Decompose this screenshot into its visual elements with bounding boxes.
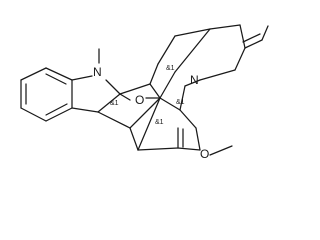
atom-o-ether: O (135, 93, 144, 107)
atom-n-bridge: N (190, 73, 199, 87)
stereo-label: &1 (176, 99, 185, 106)
stereo-label: &1 (166, 65, 175, 72)
stereo-label: &1 (155, 119, 164, 126)
indoline-ring (71, 48, 121, 113)
ester-group (177, 127, 233, 156)
benzene-ring (20, 67, 73, 122)
structure-drawing: N N O O &1 &1 &1 &1 (20, 24, 269, 161)
molecule-diagram: N N O O &1 &1 &1 &1 (20, 24, 269, 161)
stereo-label: &1 (110, 100, 119, 107)
atom-o-ester: O (200, 147, 209, 161)
cage-bonds (97, 24, 269, 151)
atom-n-indoline: N (93, 65, 102, 79)
